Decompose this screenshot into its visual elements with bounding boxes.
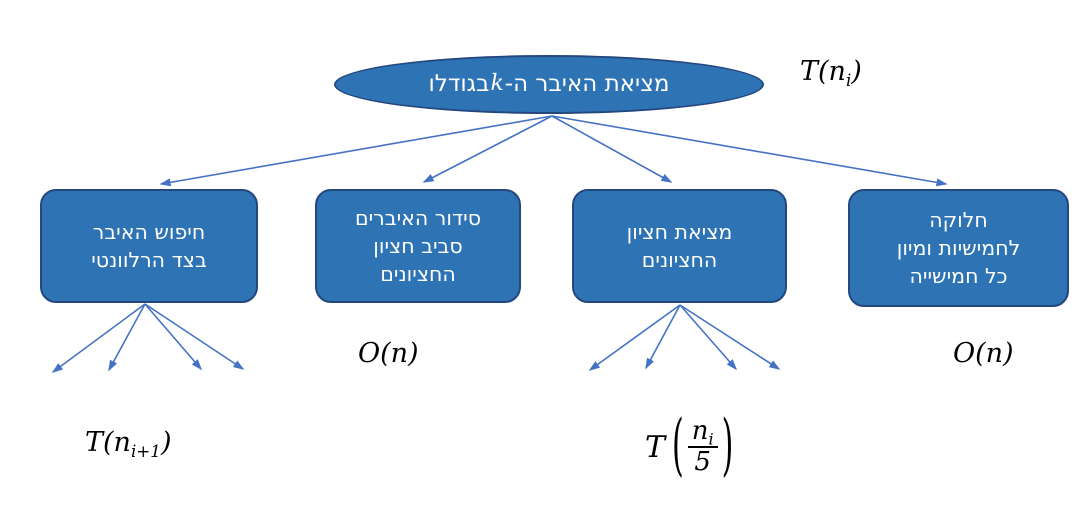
box4-line-2: לחמישיות ומיון bbox=[896, 235, 1021, 260]
box2-line-2: סביב חציון bbox=[373, 233, 463, 258]
arrow-box3-recurse-1 bbox=[588, 304, 681, 371]
t-frac-num-subscript: i bbox=[708, 429, 714, 449]
box1-line-2: בצד הרלוונטי bbox=[91, 248, 207, 272]
box3-line-2: החציונים bbox=[641, 248, 718, 272]
label-T-of-n-i-over-5: T ( ni 5 ) bbox=[645, 412, 734, 480]
t-ni1-post: ) bbox=[160, 427, 172, 458]
t-frac-close-paren: ) bbox=[721, 406, 734, 486]
t-ni-post: ) bbox=[851, 56, 862, 87]
label-O-of-n-partition: O(n) bbox=[358, 338, 419, 369]
t-ni1-pre: T(n bbox=[85, 427, 131, 458]
root-label-after: בגודלו bbox=[428, 70, 490, 97]
arrow-root-to-box1 bbox=[159, 115, 553, 187]
root-label-before: מציאת האיבר ה- bbox=[504, 70, 670, 97]
arrow-box3-recurse-3 bbox=[679, 304, 738, 371]
arrow-root-to-box3 bbox=[551, 115, 673, 183]
label-O-of-n-split: O(n) bbox=[953, 338, 1014, 369]
box4-line-3: כל חמישייה bbox=[909, 264, 1008, 289]
arrow-box1-recurse-4 bbox=[144, 303, 245, 370]
arrow-box3-recurse-4 bbox=[679, 304, 781, 370]
t-ni-pre: T(n bbox=[800, 56, 846, 87]
node-split-into-fives-and-sort: חלוקה לחמישיות ומיון כל חמישייה bbox=[848, 189, 1069, 307]
t-frac-T: T bbox=[645, 429, 666, 465]
t-frac-open-paren: ( bbox=[672, 406, 684, 486]
arrow-root-to-box2 bbox=[422, 115, 553, 183]
t-frac-numerator: ni bbox=[687, 416, 718, 449]
arrow-box1-recurse-3 bbox=[144, 303, 203, 371]
arrow-box1-recurse-2 bbox=[108, 303, 146, 372]
root-node-find-kth-element: מציאת האיבר ה-k בגודלו bbox=[334, 55, 764, 114]
t-frac-fraction: ni 5 bbox=[687, 416, 718, 478]
label-T-of-n-i: T(ni) bbox=[800, 56, 862, 90]
box3-line-1: מציאת חציון bbox=[626, 219, 733, 244]
t-frac-denominator: 5 bbox=[694, 447, 711, 478]
arrow-root-to-box4 bbox=[551, 115, 948, 187]
arrow-group bbox=[51, 115, 948, 373]
arrow-box3-recurse-2 bbox=[645, 304, 681, 370]
root-label-k-variable: k bbox=[490, 71, 504, 97]
t-frac-num-base: n bbox=[691, 416, 709, 446]
box2-line-3: החציונים bbox=[380, 262, 456, 287]
t-ni-subscript: i bbox=[845, 69, 852, 90]
arrow-box1-recurse-1 bbox=[51, 303, 146, 373]
label-T-of-n-i-plus-1: T(ni+1) bbox=[85, 427, 172, 461]
t-ni1-subscript: i+1 bbox=[130, 440, 161, 461]
node-partition-around-median: סידור האיברים סביב חציון החציונים bbox=[315, 189, 521, 303]
node-search-relevant-side: חיפוש האיבר בצד הרלוונטי bbox=[40, 189, 258, 303]
box4-line-1: חלוקה bbox=[929, 207, 988, 232]
box2-line-1: סידור האיברים bbox=[354, 205, 482, 230]
box1-line-1: חיפוש האיבר bbox=[92, 219, 206, 244]
node-find-median-of-medians: מציאת חציון החציונים bbox=[572, 189, 787, 303]
